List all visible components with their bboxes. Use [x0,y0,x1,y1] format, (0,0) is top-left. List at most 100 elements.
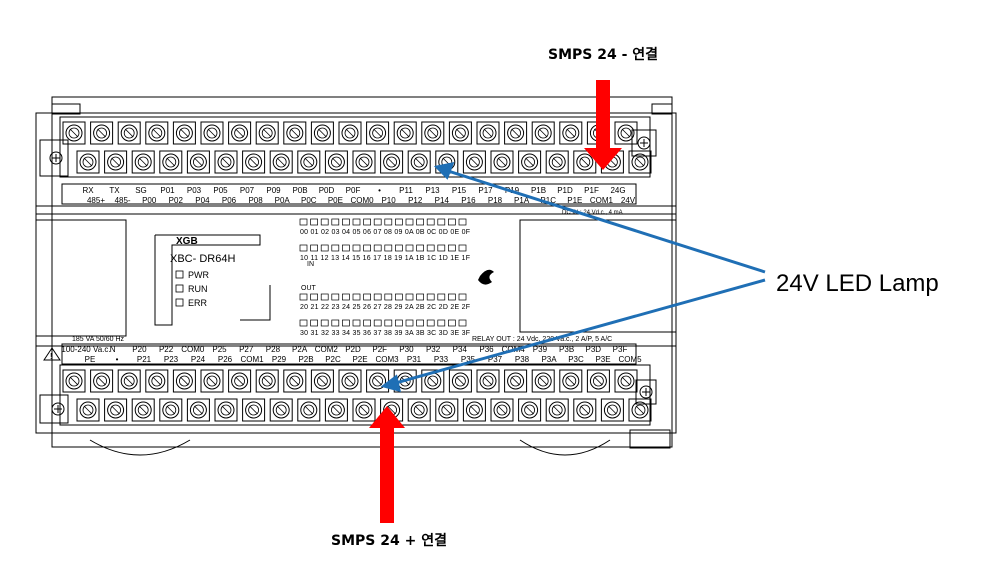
io-led [437,293,446,301]
mounting-screw [639,385,653,399]
io-led [426,319,435,327]
terminal-label: TX [109,186,120,195]
terminal-label: P05 [213,186,228,195]
terminal-screw [214,398,238,422]
terminal-label: P32 [426,345,441,354]
terminal-screw [283,369,307,393]
led-lamp-label: 24V LED Lamp [776,270,939,297]
terminal-label: 485+ [87,196,105,205]
terminal-screw [255,369,279,393]
io-led [373,293,382,301]
terminal-screw [283,121,307,145]
terminal-screw [90,121,114,145]
led-pointer-lines [380,161,766,393]
terminal-label: • [116,355,119,364]
io-led [405,319,414,327]
terminal-label: SG [135,186,147,195]
io-led [352,244,361,252]
terminal-label: P14 [435,196,450,205]
terminal-screw [255,121,279,145]
terminal-label: P0B [292,186,307,195]
terminal-label: P31 [407,355,422,364]
terminal-screw [435,398,459,422]
mounting-screw [637,136,651,150]
terminal-screw [228,121,252,145]
terminal-label: P1F [584,186,599,195]
terminal-screw [186,150,210,174]
svg-text:!: ! [50,352,52,361]
io-led [342,218,350,226]
terminal-screw [172,369,196,393]
status-led-label: ERR [188,298,208,308]
terminal-label: P08 [248,196,263,205]
terminal-screw [559,369,583,393]
terminal-screw [490,398,514,422]
io-led [448,293,456,301]
terminal-label: P06 [222,196,237,205]
io-led [458,293,467,301]
terminal-label: P1A [514,196,530,205]
io-led [458,218,467,226]
terminal-label: N [110,345,116,354]
io-led [384,319,393,327]
top-terminal-row-upper [62,121,638,145]
terminal-label: P27 [239,345,254,354]
terminal-screw [448,121,472,145]
io-led [320,244,329,252]
io-led [320,319,329,327]
terminal-label: P13 [425,186,440,195]
terminal-screw [531,121,555,145]
terminal-screw [504,369,528,393]
terminal-label: P24 [191,355,206,364]
io-led [310,218,318,226]
terminal-label: P2A [292,345,308,354]
relay-spec: RELAY OUT : 24 Vdc, 220 Va.c., 2 A/P, 5 … [472,336,612,343]
in-label: IN [307,261,314,268]
terminal-label: P23 [164,355,179,364]
ls-logo [478,269,494,285]
terminal-label: 100-240 Va.c. [61,345,110,354]
terminal-label: P3A [541,355,557,364]
terminal-label: P0A [275,196,291,205]
power-rating: 185 VA 50/60 Hz [72,336,125,343]
terminal-screw [324,398,348,422]
terminal-screw [614,121,638,145]
smps-plus-arrow [369,406,405,523]
io-led [299,293,308,301]
terminal-label: P04 [195,196,210,205]
warning-icon: ! [43,347,61,361]
io-led [310,244,318,252]
terminal-screw [131,150,155,174]
terminal-screw [476,121,500,145]
terminal-label: P25 [212,345,227,354]
terminal-screw [186,398,210,422]
terminal-screw [545,150,569,174]
io-led [310,293,318,301]
terminal-screw [393,121,417,145]
terminal-label: P0F [346,186,361,195]
terminal-label: P30 [399,345,414,354]
terminal-label: P28 [266,345,281,354]
terminal-screw [504,121,528,145]
terminal-screw [200,121,224,145]
io-led [384,293,393,301]
io-led [395,319,403,327]
terminal-screw [310,369,334,393]
terminal-screw [366,121,390,145]
io-led-numbers: 10 11 12 13 14 15 16 17 18 19 1A 1B 1C 1… [300,255,470,262]
io-led [395,244,403,252]
terminal-screw [407,150,431,174]
io-led [363,244,371,252]
terminal-label: P2F [372,345,387,354]
io-led [458,319,467,327]
terminal-screw [131,398,155,422]
terminal-screw [352,398,376,422]
io-led [320,293,329,301]
terminal-label: P2D [345,345,361,354]
terminal-label: P22 [159,345,174,354]
io-led [384,244,393,252]
terminal-label: P3F [613,345,628,354]
io-led [331,244,340,252]
terminal-screw [586,369,610,393]
io-led [416,293,424,301]
